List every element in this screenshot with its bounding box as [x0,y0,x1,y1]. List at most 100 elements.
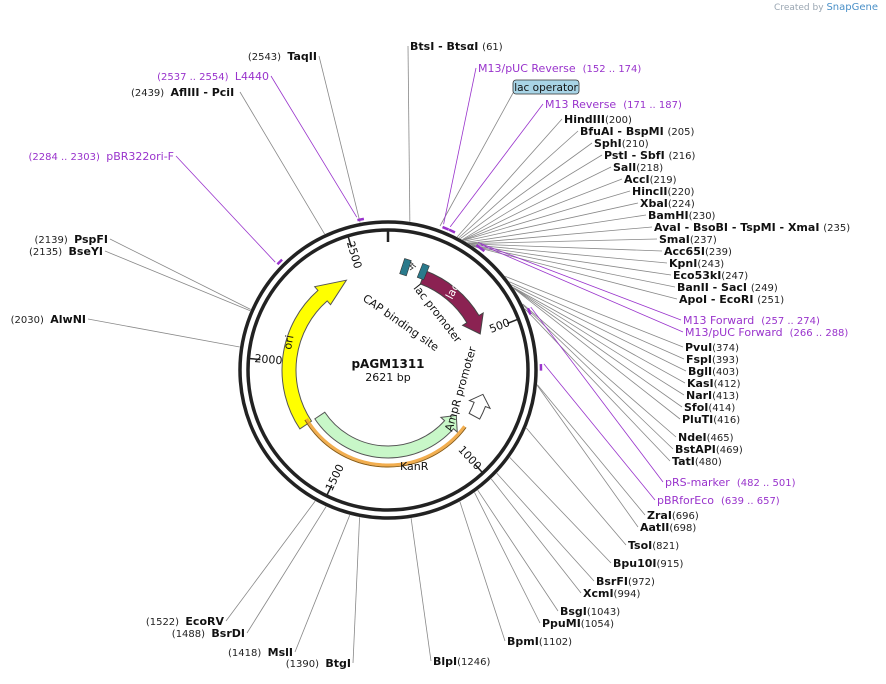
enzyme-site[interactable]: (1418) MslI [228,514,351,659]
cap-site-mark[interactable] [399,258,412,277]
primer-site[interactable]: M13 Reverse(171 .. 187) [448,98,682,234]
enzyme-site[interactable]: BfuAI - BspMI (205) [458,125,695,239]
enzyme-position: (374) [712,343,739,354]
enzyme-leader [522,303,677,438]
enzyme-site[interactable]: XbaI (224) [464,197,695,242]
enzyme-site[interactable]: Eco53kI (247) [471,245,749,282]
enzyme-name: TatI [672,455,695,468]
enzyme-site[interactable]: (1390) BtgI [286,517,360,670]
enzyme-position: (2135) [29,247,62,258]
enzyme-leader [407,45,411,222]
enzyme-leader [496,472,595,582]
enzyme-site[interactable]: AatII (698) [536,385,696,534]
lacza-feature[interactable] [419,270,484,335]
enzyme-position: (2543) [248,52,281,63]
enzyme-site[interactable]: BpmI (1102) [459,501,572,648]
enzyme-position: (247) [721,271,748,282]
enzyme-site[interactable]: SalI (218) [462,161,663,241]
enzyme-site[interactable]: (2139) PspFI [34,233,251,310]
enzyme-site[interactable]: XcmI (994) [490,478,641,600]
enzyme-site[interactable]: BglI (403) [511,284,739,378]
enzyme-name: EcoRV [185,615,224,628]
enzyme-site[interactable]: BstAPI (469) [523,304,743,456]
enzyme-leader [511,284,687,372]
enzyme-site[interactable]: BlpI (1246) [410,518,490,668]
enzyme-name: TsoI [628,539,652,552]
enzyme-site[interactable]: KpnI (243) [470,244,725,270]
enzyme-site[interactable]: (2030) AlwNI [11,313,240,348]
enzyme-name: Acc65I [664,245,705,258]
enzyme-site[interactable]: ApoI - EcoRI (251) [472,245,784,306]
primer-site[interactable]: pRS-marker(482 .. 501) [526,306,796,489]
ori-feature[interactable] [281,279,348,430]
enzyme-site[interactable]: FspI (393) [509,281,739,366]
enzyme-leader [410,518,432,662]
primer-range: (257 .. 274) [761,316,820,327]
kanr-feature[interactable] [314,411,458,459]
enzyme-position: (251) [757,295,784,306]
primer-leader [270,75,358,218]
enzyme-leader [463,178,623,241]
lac-promoter-mark[interactable] [409,261,417,271]
lac-operator-box[interactable] [512,79,580,95]
enzyme-site[interactable]: PvuI (374) [505,275,739,354]
primer-site[interactable]: M13/pUC Reverse(152 .. 174) [442,62,642,231]
enzyme-site[interactable]: Bpu10I (915) [509,457,684,570]
enzyme-site[interactable]: NarI (413) [513,287,739,402]
enzyme-site[interactable]: (2439) AflIII - PciI [131,86,325,235]
primer-name: M13/pUC Forward [685,326,783,339]
lac-operator-mark[interactable] [416,262,430,281]
enzyme-site[interactable]: TsoI (821) [526,427,679,552]
enzyme-site[interactable]: SmaI (237) [468,233,717,246]
enzyme-site[interactable]: SphI (210) [460,137,649,239]
primer-mark [442,225,450,231]
enzyme-name: AatII [640,521,669,534]
enzyme-site[interactable]: BsrFI (972) [496,472,655,588]
primer-leader [478,242,682,321]
enzyme-site[interactable]: (2135) BseYI [29,245,251,312]
enzyme-position: (915) [656,559,683,570]
primer-name: M13/pUC Reverse [478,62,576,75]
enzyme-name: BanII - SacI [677,281,747,294]
enzyme-leader [459,501,506,642]
enzyme-site[interactable]: PluTI (416) [513,288,740,426]
enzyme-site[interactable]: BsgI (1043) [477,489,621,618]
primer-name: M13 Forward [683,314,754,327]
primer-site[interactable]: M13/pUC Forward(266 .. 288) [478,244,848,339]
enzyme-leader [474,492,541,624]
primer-site[interactable]: (2537 .. 2554) L4440 [157,70,365,222]
enzyme-site[interactable]: BamHI (230) [466,209,716,243]
enzyme-site[interactable]: BanII - SacI (249) [472,245,778,294]
enzyme-site[interactable]: SfoI (414) [513,287,736,414]
tick-mark [347,235,353,248]
primer-site[interactable]: pBRforEco(639 .. 657) [539,363,780,507]
enzyme-position: (698) [669,523,696,534]
enzyme-site[interactable]: PstI - SbfI (216) [462,149,695,241]
enzyme-leader [470,244,668,264]
enzyme-site[interactable]: HincII (220) [463,185,695,241]
enzyme-site[interactable]: (2543) TaqII [248,50,361,223]
primer-name: pBRforEco [657,494,714,507]
enzyme-site[interactable]: HindIII (200) [456,113,632,238]
lac-elements [399,258,430,281]
primer-site[interactable]: (2284 .. 2303) pBR322ori-F [28,150,283,266]
enzyme-site[interactable]: KasI (412) [513,287,741,390]
enzyme-site[interactable]: ZraI (696) [536,384,699,522]
enzyme-site[interactable]: AccI (219) [463,173,677,241]
enzyme-site[interactable]: NdeI (465) [522,303,734,444]
ampr-promoter-feature[interactable] [468,393,492,420]
enzyme-site[interactable]: PpuMI (1054) [474,492,615,630]
enzyme-site[interactable]: (1522) EcoRV [146,500,316,628]
enzyme-name: BstAPI [675,443,716,456]
enzyme-site[interactable]: TatI (480) [524,308,722,468]
primer-site[interactable]: M13 Forward (257 .. 274) [475,242,820,327]
enzyme-site[interactable]: BtsI - BtsαI (61) [407,40,503,222]
enzyme-leader [466,214,647,243]
enzyme-name: AlwNI [50,313,86,326]
enzyme-leader [87,318,240,348]
enzyme-name: KasI [687,377,714,390]
enzyme-site[interactable]: (1488) BsrDI [172,506,327,640]
enzyme-site[interactable]: Acc65I (239) [469,243,732,258]
enzyme-site[interactable]: AvaI - BsoBI - TspMI - XmaI (235) [468,221,850,244]
